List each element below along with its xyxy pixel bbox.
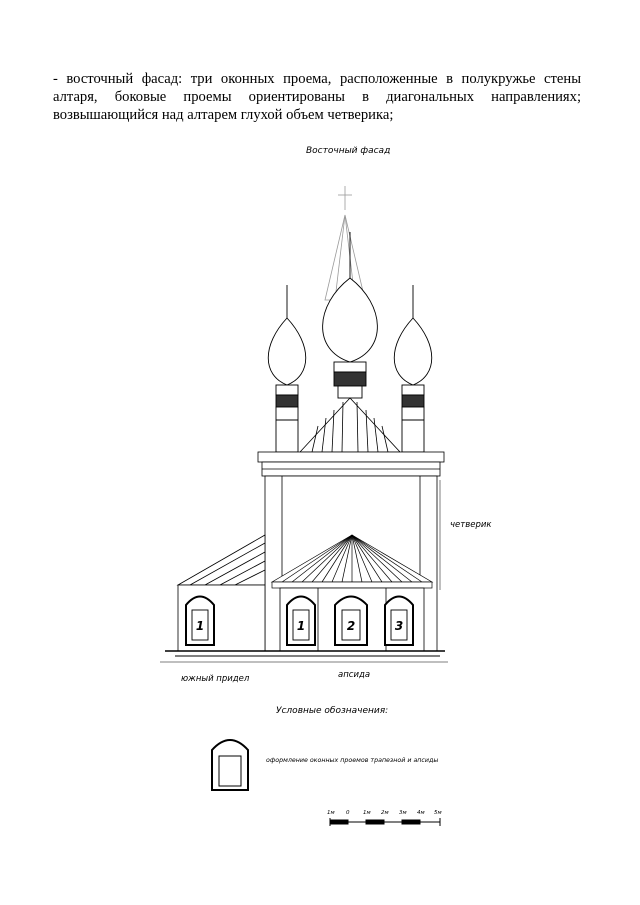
window-number: 3 (395, 619, 403, 633)
scale-label: 5м (434, 810, 442, 816)
window-apse-1 (286, 595, 316, 646)
scale-label: 0 (346, 810, 350, 816)
scale-label: 2м (381, 810, 389, 816)
right-dome (393, 285, 433, 453)
legend-window-icon (211, 739, 249, 791)
body-paragraph: - восточный фасад: три оконных проема, р… (53, 71, 581, 123)
scale-label: 4м (417, 810, 425, 816)
window-number: 1 (297, 619, 305, 633)
chetverik-roof (257, 397, 445, 477)
scale-label: 3м (399, 810, 407, 816)
legend-item-text: оформление оконных проемов трапезной и а… (266, 757, 439, 764)
scale-label: 1м (363, 810, 371, 816)
legend-title: Условные обозначения: (276, 706, 389, 716)
window-number: 2 (347, 619, 355, 633)
drawing-title: Восточный фасад (306, 146, 391, 156)
window-apse-2 (334, 595, 368, 646)
window-south-chapel (185, 595, 215, 646)
window-number: 1 (196, 619, 204, 633)
plinth (160, 650, 448, 663)
apse-roof (270, 534, 434, 589)
central-dome (322, 232, 378, 399)
scale-bar (329, 818, 441, 826)
label-apse: апсида (338, 670, 371, 680)
scale-label: 1м (327, 810, 335, 816)
label-chetverik: четверик (450, 520, 492, 530)
left-dome (267, 285, 307, 453)
label-south-chapel: южный придел (181, 674, 250, 684)
window-apse-3 (384, 595, 414, 646)
